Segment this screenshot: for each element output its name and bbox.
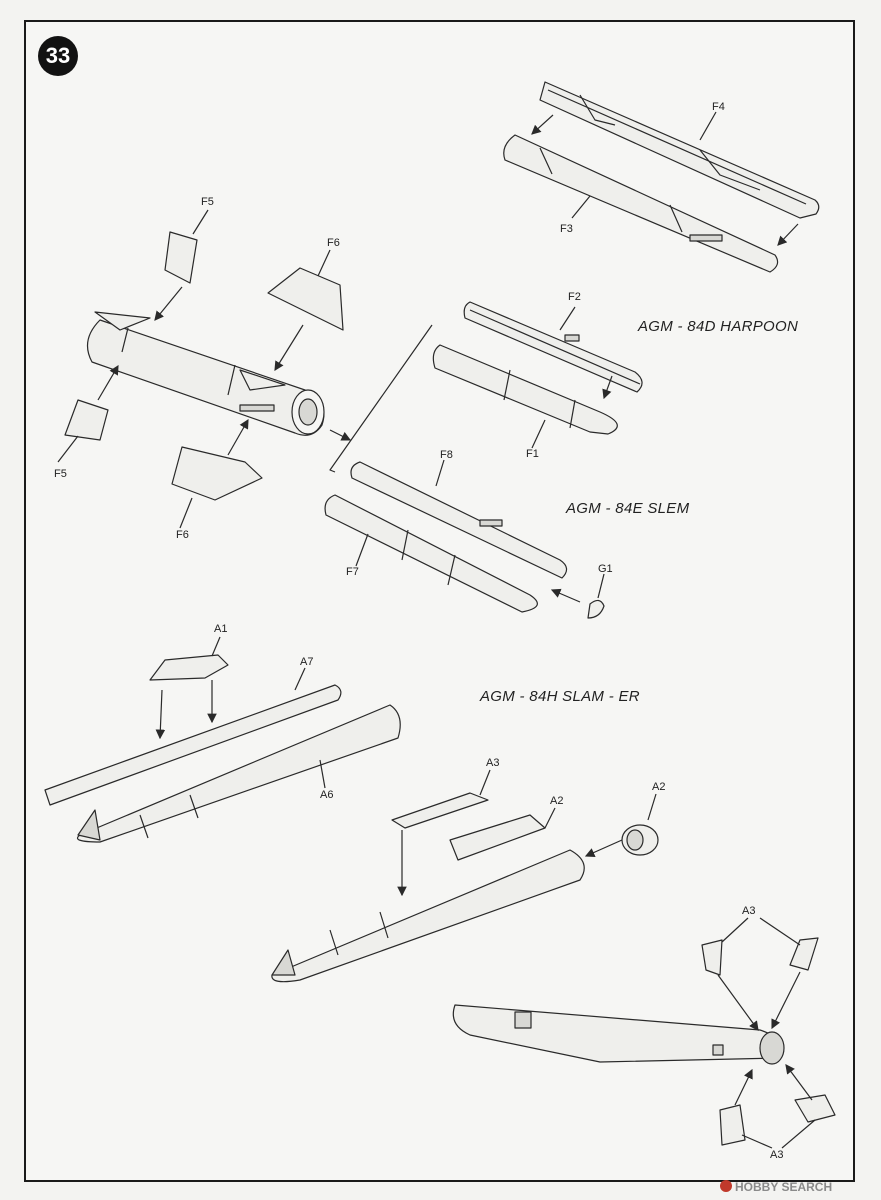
part-label-f3: F3 [560, 223, 573, 235]
watermark: HOBBY SEARCH [720, 1180, 832, 1194]
wing-f6-top [267, 267, 344, 331]
part-label-a3-bottom: A3 [770, 1149, 783, 1161]
slem-upper-f8 [350, 461, 568, 579]
part-label-f2: F2 [568, 291, 581, 303]
tail-fin-a3-2 [789, 937, 819, 971]
part-label-f8: F8 [440, 449, 453, 461]
hobby-search-logo-icon [720, 1180, 732, 1192]
part-label-a6: A6 [320, 789, 333, 801]
part-label-f6-bottom: F6 [176, 529, 189, 541]
title-harpoon: AGM - 84D HARPOON [638, 318, 799, 335]
slam-er-fin-a2 [449, 814, 546, 861]
part-label-a1: A1 [214, 623, 227, 635]
part-label-a3-top: A3 [742, 905, 755, 917]
slam-er-hood-a1 [149, 654, 229, 681]
part-label-f4: F4 [712, 101, 725, 113]
part-label-f1: F1 [526, 448, 539, 460]
slam-er-spine-a7 [44, 684, 342, 806]
title-slam-er: AGM - 84H SLAM - ER [480, 688, 640, 705]
slam-er-missile-rear [452, 1004, 785, 1065]
part-label-f5-bottom: F5 [54, 468, 67, 480]
slam-er-body-a6 [76, 704, 401, 843]
slam-er-missile [271, 849, 585, 983]
watermark-text: HOBBY SEARCH [735, 1180, 833, 1194]
part-label-a2-fin: A2 [550, 795, 563, 807]
instruction-frame [24, 20, 855, 1182]
tail-fin-a3-4 [794, 1094, 836, 1123]
harpoon-upper-half-f4 [539, 81, 820, 219]
slem-lower-f7 [324, 494, 538, 613]
slam-er-wing-a3 [391, 792, 489, 829]
slem-upper-f2 [463, 301, 643, 393]
part-label-f6-top: F6 [327, 237, 340, 249]
step-number-badge: 33 [38, 36, 78, 76]
part-label-a2-seeker: A2 [652, 781, 665, 793]
tail-fin-a3-1 [701, 939, 723, 976]
tail-fin-a3-3 [719, 1104, 746, 1146]
fin-f5-top [164, 231, 198, 284]
harpoon-lower-half-f3 [503, 134, 779, 273]
wing-f6-bottom [171, 446, 263, 501]
part-label-g1: G1 [598, 563, 613, 575]
part-label-f5-top: F5 [201, 196, 214, 208]
part-label-a7: A7 [300, 656, 313, 668]
slem-lower-f1 [432, 344, 618, 435]
nose-cone-g1 [587, 599, 605, 619]
slam-er-seeker-a2 [621, 824, 659, 856]
part-label-a3-center: A3 [486, 757, 499, 769]
title-slem: AGM - 84E SLEM [566, 500, 690, 517]
part-label-f7: F7 [346, 566, 359, 578]
fin-f5-bottom [64, 399, 109, 441]
missile-body-center [86, 311, 325, 436]
